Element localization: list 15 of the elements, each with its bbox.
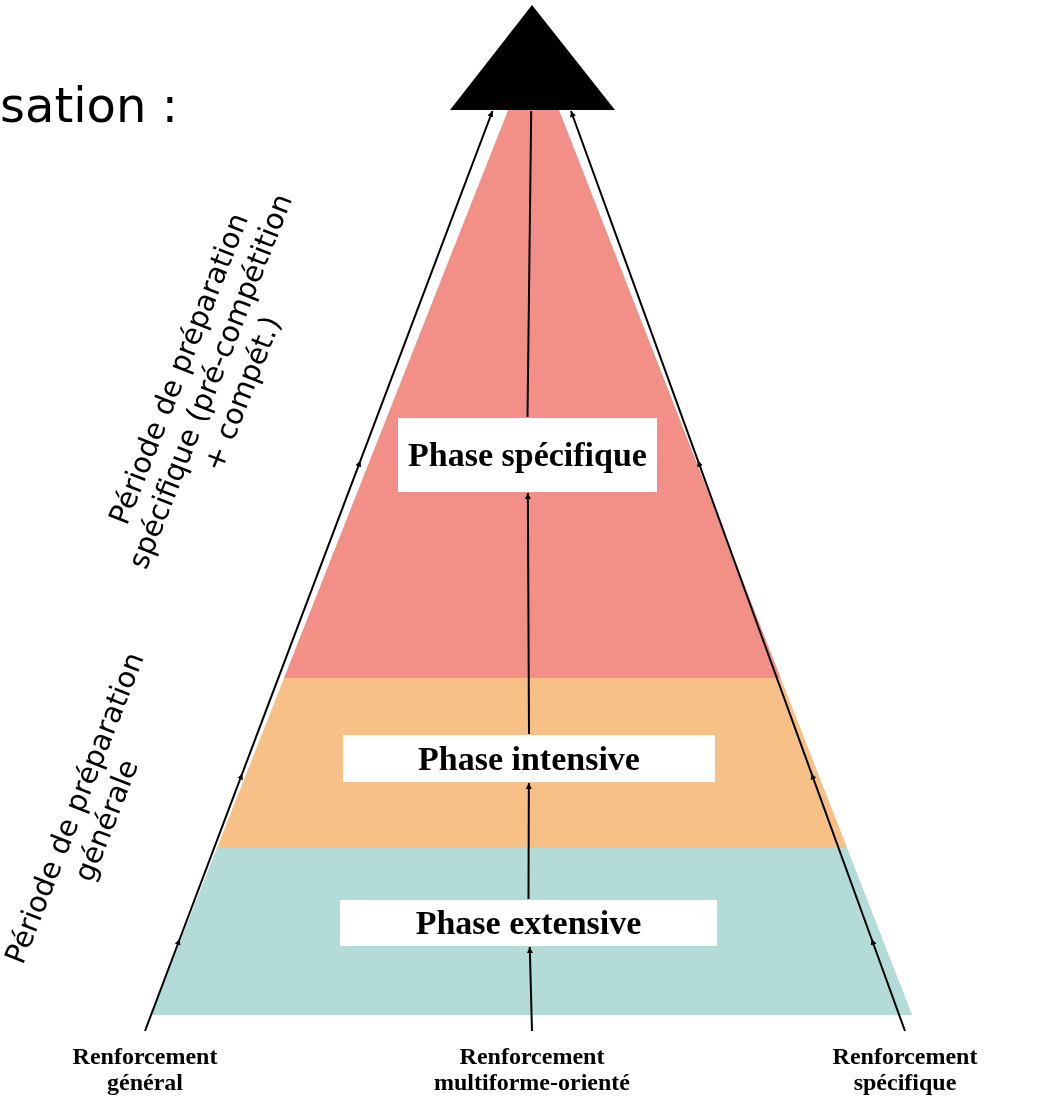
pyramid-band bbox=[150, 848, 913, 1015]
base-label: Renforcement général bbox=[40, 1043, 250, 1099]
apex-triangle bbox=[450, 5, 615, 110]
arrow bbox=[144, 110, 494, 1032]
base-label: Renforcement multiforme-orienté bbox=[407, 1043, 657, 1099]
arrow bbox=[526, 946, 533, 1032]
heading-fragment: sation : bbox=[0, 76, 179, 135]
arrow bbox=[524, 492, 531, 735]
pyramid-band bbox=[216, 678, 847, 848]
base-label: Renforcement spécifique bbox=[780, 1043, 1030, 1099]
phase-label: Phase extensive bbox=[340, 900, 717, 946]
arrow bbox=[525, 782, 532, 900]
arrow bbox=[570, 110, 906, 1032]
phase-label: Phase intensive bbox=[343, 735, 715, 782]
phase-label: Phase spécifique bbox=[398, 418, 657, 492]
